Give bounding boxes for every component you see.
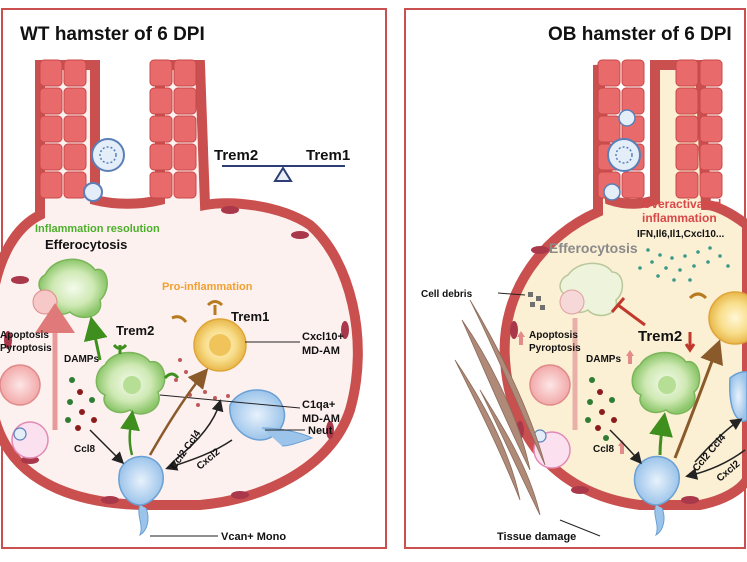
balance-trem2-label: Trem2 xyxy=(214,147,258,164)
right-apoptosis-label: Apoptosis xyxy=(529,330,578,341)
right-damps-dots xyxy=(585,377,617,441)
inhibition-line xyxy=(617,303,646,327)
neut-label: Neut xyxy=(308,425,333,437)
right-trem2-label: Trem2 xyxy=(638,328,682,345)
right-cxcl2-arrow xyxy=(685,449,746,480)
c1qa-leader-line xyxy=(159,394,301,409)
right-ccl8-arrow xyxy=(609,429,642,465)
right-efferocytosis-label: Efferocytosis xyxy=(549,240,638,256)
vcan-mono-label: Vcan+ Mono xyxy=(221,531,286,543)
right-panel: OB hamster of 6 DPI xyxy=(404,8,747,549)
trem1-receptor-icon xyxy=(171,315,188,323)
tissue-damage-label: Tissue damage xyxy=(497,531,576,543)
balance-trem1-label: Trem1 xyxy=(306,147,350,164)
right-mono-to-trem2-arrow xyxy=(649,412,673,456)
cxcl2-arrow xyxy=(165,439,233,471)
overactivated-label-line1: Overactivated xyxy=(642,197,721,211)
tissue-damage-fibers xyxy=(454,299,546,516)
mono-to-trem1-arrow xyxy=(148,368,209,456)
virus-icon xyxy=(83,138,125,202)
cell-debris-label: Cell debris xyxy=(421,289,473,300)
tissue-damage-leader-line xyxy=(559,519,601,537)
left-panel-title: WT hamster of 6 DPI xyxy=(20,24,205,45)
apoptosis-label: Apoptosis xyxy=(0,330,49,341)
trem2-to-efferocytosis-arrow xyxy=(83,316,108,361)
efferocytosis-label: Efferocytosis xyxy=(45,237,127,252)
right-mono-cell xyxy=(633,455,680,537)
right-ccl2-ccl4-arrow xyxy=(694,418,743,463)
damps-dots xyxy=(65,377,97,431)
trem2-receptor-icon xyxy=(163,372,180,380)
engulfed-cell xyxy=(559,289,585,315)
c1qa-label-line2: MD-AM xyxy=(302,413,340,425)
damps-label: DAMPs xyxy=(64,354,99,365)
right-pyroptosis-label: Pyroptosis xyxy=(529,343,581,354)
overactivated-label-line2: inflammation xyxy=(642,211,717,225)
trem2-receptor-icon xyxy=(112,343,128,354)
trem1-label: Trem1 xyxy=(231,309,269,324)
c1qa-md-am-cell xyxy=(95,351,166,415)
ccl8-label: Ccl8 xyxy=(74,444,96,455)
cytokines-label: IFN,Il6,Il1,Cxcl10... xyxy=(637,229,724,240)
right-trem2-cell xyxy=(631,351,701,415)
right-ccl8-label: Ccl8 xyxy=(593,444,615,455)
right-trem1-cell xyxy=(708,291,747,345)
cell-debris-leader-line xyxy=(497,292,526,296)
ccl8-arrow xyxy=(89,429,125,465)
cxcl10-md-am-cell xyxy=(193,318,247,372)
apoptotic-cell xyxy=(0,364,41,406)
virus-icon xyxy=(13,427,27,441)
pro-inflammation-label: Pro-inflammation xyxy=(162,281,253,293)
cell-debris-icon xyxy=(528,292,545,310)
trem-balance: Trem2 Trem1 xyxy=(214,147,350,182)
cytokine-storm-dots xyxy=(638,246,730,282)
engulfed-cell xyxy=(32,289,58,315)
right-apoptotic-cell xyxy=(529,364,571,406)
trem2-label: Trem2 xyxy=(116,323,154,338)
pyroptosis-label: Pyroptosis xyxy=(0,343,52,354)
inhibition-bar xyxy=(610,297,626,313)
ccl2-ccl4-arrow xyxy=(174,399,224,461)
cxcl10-label-line2: MD-AM xyxy=(302,345,340,357)
vcan-mono-cell xyxy=(118,455,164,537)
trem1-receptor-icon xyxy=(206,300,224,315)
cxcl10-label-line1: Cxcl10+ xyxy=(302,331,344,343)
right-panel-title: OB hamster of 6 DPI xyxy=(548,24,732,45)
right-neutrophil-cell xyxy=(729,371,747,422)
c1qa-label-line1: C1qa+ xyxy=(302,399,335,411)
inflammation-resolution-label: Inflammation resolution xyxy=(35,223,160,235)
trem1-receptor-icon xyxy=(688,292,708,300)
left-panel: WT hamster of 6 DPI xyxy=(0,8,387,549)
up-arrow-icon xyxy=(626,350,634,364)
mono-to-trem2-arrow xyxy=(120,410,140,456)
right-mono-to-trem1-arrow xyxy=(673,339,723,459)
right-damps-label: DAMPs xyxy=(586,354,621,365)
virus-icon xyxy=(603,109,641,201)
down-arrow-icon xyxy=(684,332,696,353)
up-arrow-icon xyxy=(517,331,525,345)
